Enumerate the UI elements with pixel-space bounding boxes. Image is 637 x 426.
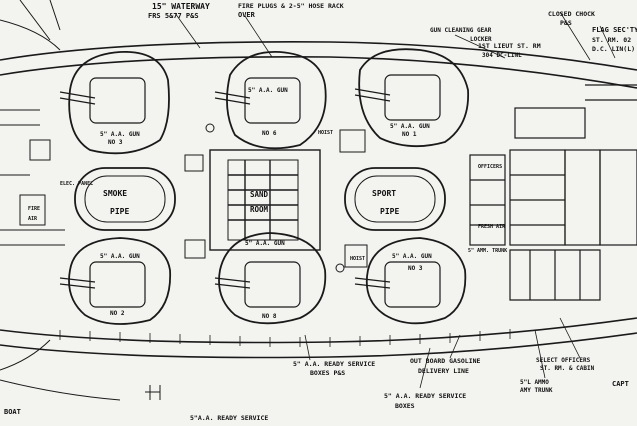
sand-room [209, 149, 321, 251]
label-gun-sw-no: NO 2 [110, 310, 125, 317]
label-gun-se-no: NO 3 [408, 265, 423, 272]
label-gun-sw: 5" A.A. GUN [100, 253, 140, 260]
label-sand: SAND [250, 190, 269, 199]
label-sport: SPORT [372, 189, 396, 198]
label-closed-chock: CLOSED CHOCK [548, 10, 595, 18]
label-ready-service: 5" A.A. READY SERVICE [293, 360, 375, 368]
gun-mounts [59, 74, 441, 308]
label-air: AIR [28, 216, 38, 222]
label-boat: BOAT [4, 408, 21, 416]
label-flag-secty-dc: D.C. LIN(L) [592, 45, 635, 53]
label-sport-pipe: PIPE [380, 207, 399, 216]
label-gun-s-no: NO 8 [262, 313, 277, 320]
label-gun-cleaning-locker: LOCKER [470, 36, 492, 43]
label-fire-plugs-over: OVER [238, 11, 256, 19]
label-smoke-pipe: PIPE [110, 207, 129, 216]
label-ready-service-bottom: 5"A.A. READY SERVICE [190, 414, 268, 422]
label-gasoline: OUT BOARD GASOLINE [410, 357, 481, 365]
label-fire: FIRE [28, 206, 40, 212]
label-gun-n: 5" A.A. GUN [248, 87, 288, 94]
label-gun-cleaning: GUN CLEANING GEAR [430, 27, 492, 34]
label-ammo: 5"L AMMO [520, 379, 549, 386]
label-gun-ne: 5" A.A. GUN [390, 123, 430, 130]
label-lieut-dc: 304 DC-LINL [482, 52, 522, 59]
label-waterway: 15" WATERWAY [152, 2, 210, 11]
label-select-officers-2: ST. RM. & CABIN [540, 365, 595, 372]
label-ready-service-boxes: BOXES P&S [310, 369, 345, 377]
smoke-pipes [74, 167, 446, 231]
label-flag-secty-rm: ST. RM. 02 [592, 36, 631, 44]
deck-fittings [0, 109, 368, 400]
label-ready-service-3-boxes: BOXES [395, 402, 415, 410]
label-hoist-1: HOIST [318, 130, 333, 136]
leader-lines [174, 11, 616, 389]
label-waterway-sub: FRS 5&77 P&S [148, 12, 199, 20]
label-closed-chock-ps: P&S [560, 19, 572, 27]
label-elec-panel: ELEC. PANEL [60, 181, 93, 187]
label-gun-ne-no: NO 1 [402, 131, 417, 138]
label-fire-plugs: FIRE PLUGS & 2-5" HOSE RACK [238, 2, 344, 10]
label-ammo-trunk: 5" AMM. TRUNK [468, 248, 507, 254]
label-gun-n-no: NO 6 [262, 130, 277, 137]
label-gun-se: 5" A.A. GUN [392, 253, 432, 260]
aft-compartments [469, 84, 637, 301]
gun-tubs [68, 48, 469, 325]
label-gun-s: 5" A.A. GUN [245, 240, 285, 247]
label-lieut: 1ST LIEUT ST. RM [478, 42, 541, 50]
label-ready-service-3: 5" A.A. READY SERVICE [384, 392, 466, 400]
label-officers: OFFICERS [478, 164, 502, 170]
label-hoist-2: HOIST [350, 256, 365, 262]
label-sand-room: ROOM [250, 205, 269, 214]
label-flag-secty: FLAG SEC'TY [592, 26, 637, 34]
label-gun-nw: 5" A.A. GUN [100, 131, 140, 138]
label-capt: CAPT [612, 380, 629, 388]
label-gasoline-line: DELIVERY LINE [418, 367, 469, 375]
label-fresh-air: FRESH AIR [478, 224, 506, 230]
label-smoke: SMOKE [103, 189, 127, 198]
label-select-officers: SELECT OFFICERS [536, 357, 591, 364]
label-ammo-2: AMY TRUNK [520, 387, 553, 394]
frame-ticks [59, 329, 511, 347]
label-gun-nw-no: NO 3 [108, 139, 123, 146]
